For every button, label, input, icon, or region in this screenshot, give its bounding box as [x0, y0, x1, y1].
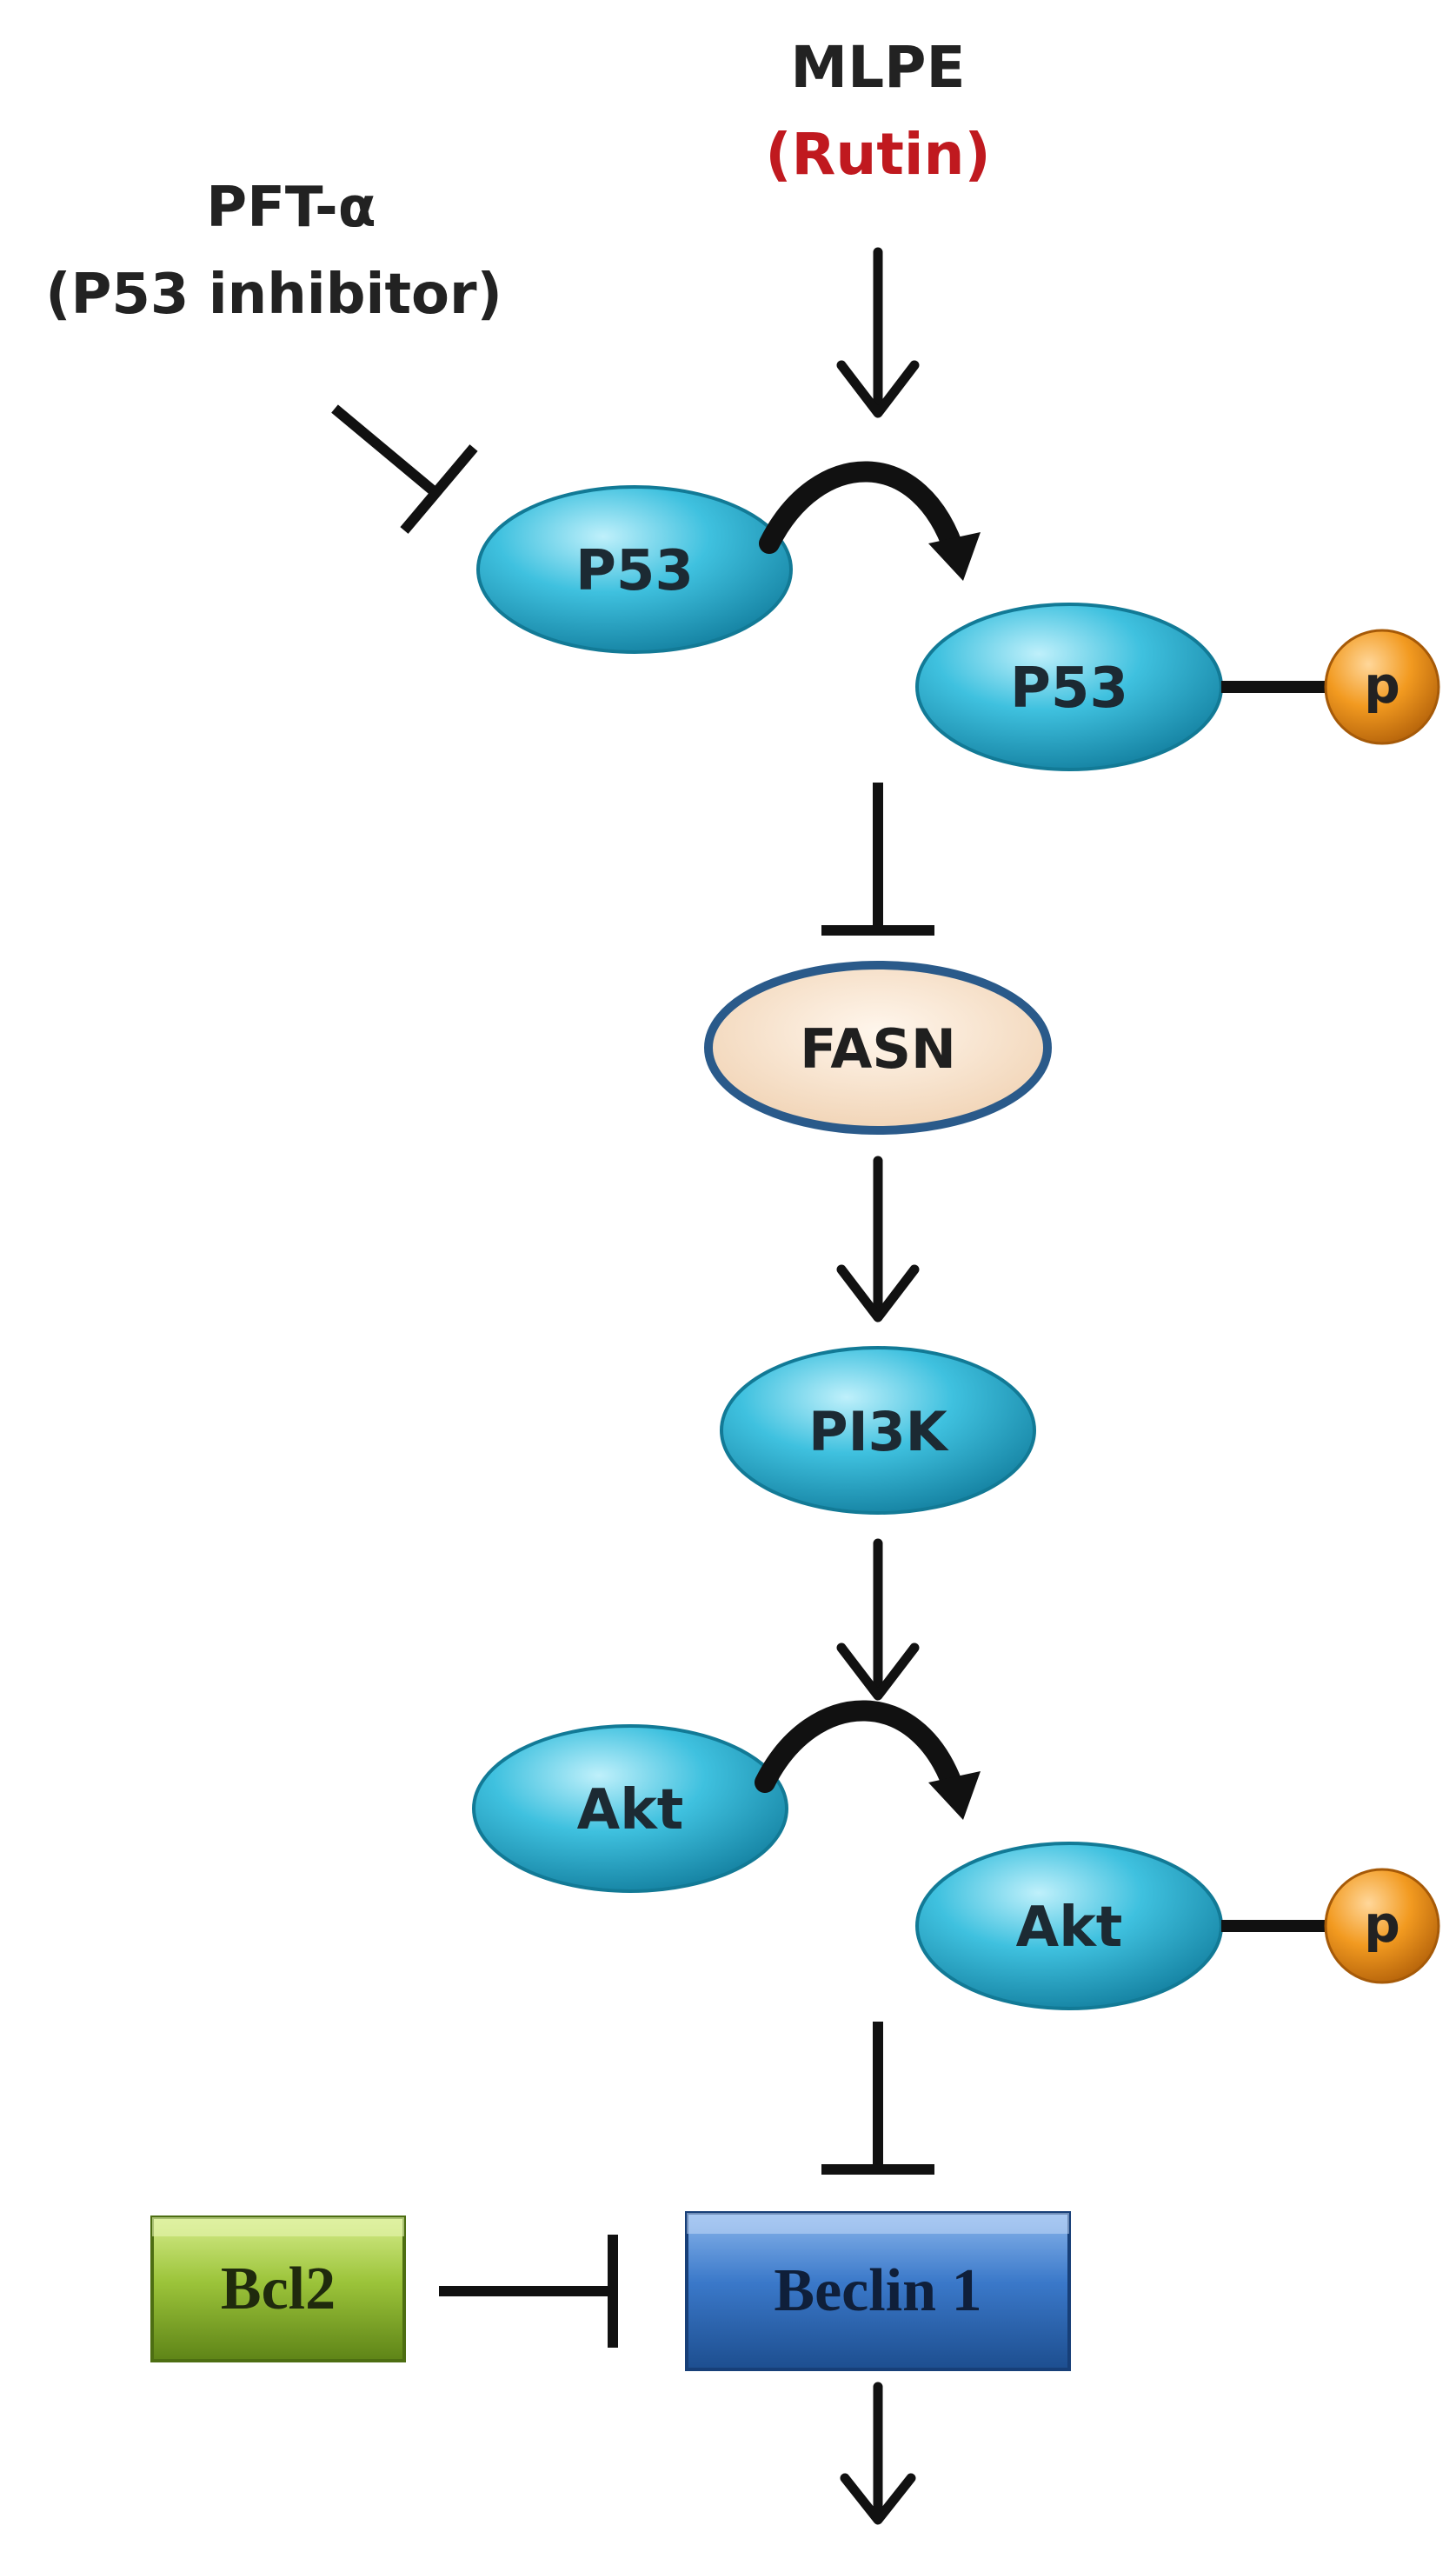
beclin-lc3-arrow [840, 2382, 916, 2525]
rutin-label: (Rutin) [765, 121, 990, 188]
beclin1-label: Beclin 1 [774, 2257, 981, 2324]
pi3k-akt-arrow [836, 1538, 920, 1701]
fasn-node [704, 961, 1052, 1135]
pi3k-node [720, 1346, 1036, 1515]
bcl2-beclin-inhibition [439, 2235, 618, 2348]
p53-fasn-inhibition [821, 783, 934, 936]
mlpe-arrow [836, 247, 920, 418]
bcl2-node [150, 2216, 406, 2362]
fasn-pi3k-arrow [836, 1156, 920, 1323]
p53-phospho-label: P53 [1010, 656, 1128, 721]
p53-node [476, 485, 793, 654]
phospho-group-2-label: p [1364, 1895, 1400, 1954]
akt-phospho-label: Akt [1016, 1896, 1123, 1960]
pi3k-label: PI3K [808, 1400, 949, 1463]
phospho-group-2 [1324, 1868, 1440, 1984]
pft-alpha-label: PFT-α [206, 176, 376, 240]
phospho-group-1-label: p [1364, 656, 1400, 715]
pft-subtitle-label: (P53 inhibitor) [45, 263, 502, 327]
phospho-group-1 [1324, 629, 1440, 745]
fasn-label: FASN [800, 1017, 956, 1081]
bcl2-label: Bcl2 [221, 2255, 336, 2322]
p53-label: P53 [575, 539, 694, 603]
akt-node [472, 1724, 788, 1893]
pft-inhibition-bar [331, 404, 478, 534]
akt-phosphorylation-arrow [755, 1700, 967, 1806]
p53-phosphorylation-arrow [759, 461, 967, 567]
akt-beclin-inhibition [821, 2022, 934, 2175]
akt-label: Akt [577, 1778, 684, 1842]
mlpe-label: MLPE [790, 34, 965, 101]
